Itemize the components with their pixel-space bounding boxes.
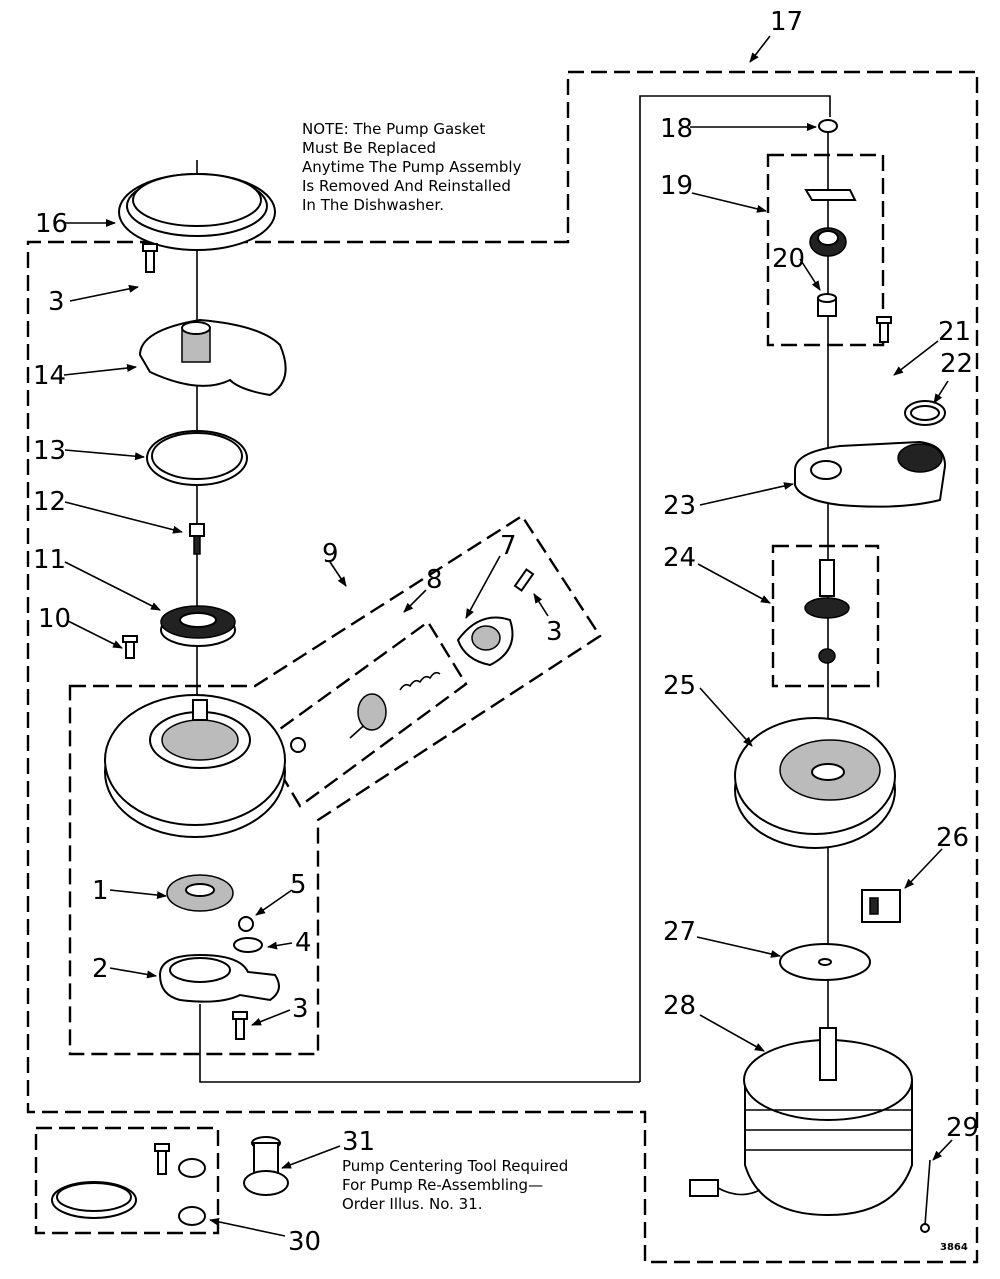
o-ring-4-part	[233, 937, 263, 953]
callout-22: 22	[940, 349, 973, 379]
callout-31: 31	[342, 1127, 375, 1157]
screw-10-part	[122, 635, 138, 659]
centering-tool-note: Pump Centering Tool Required For Pump Re…	[342, 1157, 568, 1213]
drive-gear-24-part	[804, 559, 850, 664]
pump-cover-part	[138, 318, 287, 397]
callout-17: 17	[770, 7, 803, 37]
leader-lines	[63, 35, 953, 1237]
svg-text:In The Dishwasher.: In The Dishwasher.	[302, 196, 444, 214]
callout-11: 11	[33, 545, 66, 575]
assembly-17-boundary	[26, 70, 979, 1264]
grommet-22-part	[904, 400, 946, 426]
kit-30-boundary	[34, 1126, 220, 1235]
svg-text:For Pump Re-Assembling—: For Pump Re-Assembling—	[342, 1176, 543, 1194]
pump-housing-boundary	[68, 514, 602, 1056]
motor-mount-25-part	[734, 717, 896, 849]
svg-text:Anytime The Pump Assembly: Anytime The Pump Assembly	[302, 158, 522, 176]
callout-12: 12	[33, 487, 66, 517]
wire-29-part	[920, 1159, 931, 1233]
callout-numbers: 17 18 19 20 21 22 23 24 25 26 27 28 29 1…	[33, 7, 979, 1257]
valve-cap-part	[456, 616, 514, 667]
subassembly-24-boundary	[771, 544, 880, 688]
centering-tool-31-part	[243, 1136, 289, 1196]
seal-ring-13-part	[146, 430, 248, 486]
mounting-plate-23-part	[794, 440, 947, 508]
pump-housing-part	[104, 694, 286, 838]
svg-text:NOTE: The Pump Gasket: NOTE: The Pump Gasket	[302, 120, 485, 138]
bushing-20-part	[817, 293, 837, 317]
nut-18-part	[818, 119, 838, 133]
bolt-12-part	[189, 523, 205, 555]
callout-26: 26	[936, 823, 969, 853]
screw-top-left-part	[142, 243, 158, 273]
diagram-code: 3864	[940, 1242, 968, 1253]
callout-4: 4	[295, 928, 312, 958]
connector-26-part	[861, 889, 901, 923]
svg-text:Must Be Replaced: Must Be Replaced	[302, 139, 436, 157]
valve-subassembly-8-boundary	[260, 620, 468, 808]
motor-28-part	[689, 1027, 913, 1217]
callout-27: 27	[663, 917, 696, 947]
callout-5: 5	[290, 870, 307, 900]
callout-9: 9	[322, 539, 339, 569]
callout-3-right: 3	[546, 617, 563, 647]
callout-10: 10	[38, 604, 71, 634]
svg-text:Is Removed And Reinstalled: Is Removed And Reinstalled	[302, 177, 511, 195]
callout-23: 23	[663, 491, 696, 521]
callout-3-top: 3	[48, 287, 65, 317]
callout-24: 24	[663, 543, 696, 573]
callout-2: 2	[92, 954, 109, 984]
callout-13: 13	[33, 436, 66, 466]
pump-gasket-part	[118, 173, 276, 251]
callout-30: 30	[288, 1227, 321, 1257]
valve-spring-part	[290, 671, 441, 753]
assembly-connector-line	[199, 95, 831, 1083]
callout-21: 21	[938, 317, 971, 347]
svg-text:Order Illus. No. 31.: Order Illus. No. 31.	[342, 1195, 483, 1213]
subassembly-19-boundary	[766, 153, 885, 347]
callout-3-bottom: 3	[292, 994, 309, 1024]
screw-bottom-part	[232, 1011, 248, 1040]
callout-7: 7	[500, 531, 517, 561]
kit-30-parts	[51, 1143, 206, 1226]
callout-28: 28	[663, 991, 696, 1021]
callout-18: 18	[660, 114, 693, 144]
screw-3-right-part	[513, 568, 535, 592]
impeller-part	[160, 605, 236, 647]
pump-gasket-note: NOTE: The Pump Gasket Must Be Replaced A…	[302, 120, 522, 214]
filter-disc-part	[166, 874, 234, 912]
screw-21-part	[876, 316, 892, 343]
callout-29: 29	[946, 1113, 979, 1143]
callout-16: 16	[35, 209, 68, 239]
callout-25: 25	[663, 671, 696, 701]
housing-base-part	[158, 953, 280, 1003]
callout-8: 8	[426, 565, 443, 595]
slinger-disc-27-part	[779, 943, 871, 981]
callout-19: 19	[660, 171, 693, 201]
callout-14: 14	[33, 361, 66, 391]
bracket-19-part	[804, 189, 857, 201]
coupler-part	[809, 227, 847, 257]
callout-1: 1	[92, 876, 109, 906]
callout-20: 20	[772, 244, 805, 274]
check-ball-part	[238, 916, 254, 932]
svg-text:Pump Centering Tool Required: Pump Centering Tool Required	[342, 1157, 568, 1175]
